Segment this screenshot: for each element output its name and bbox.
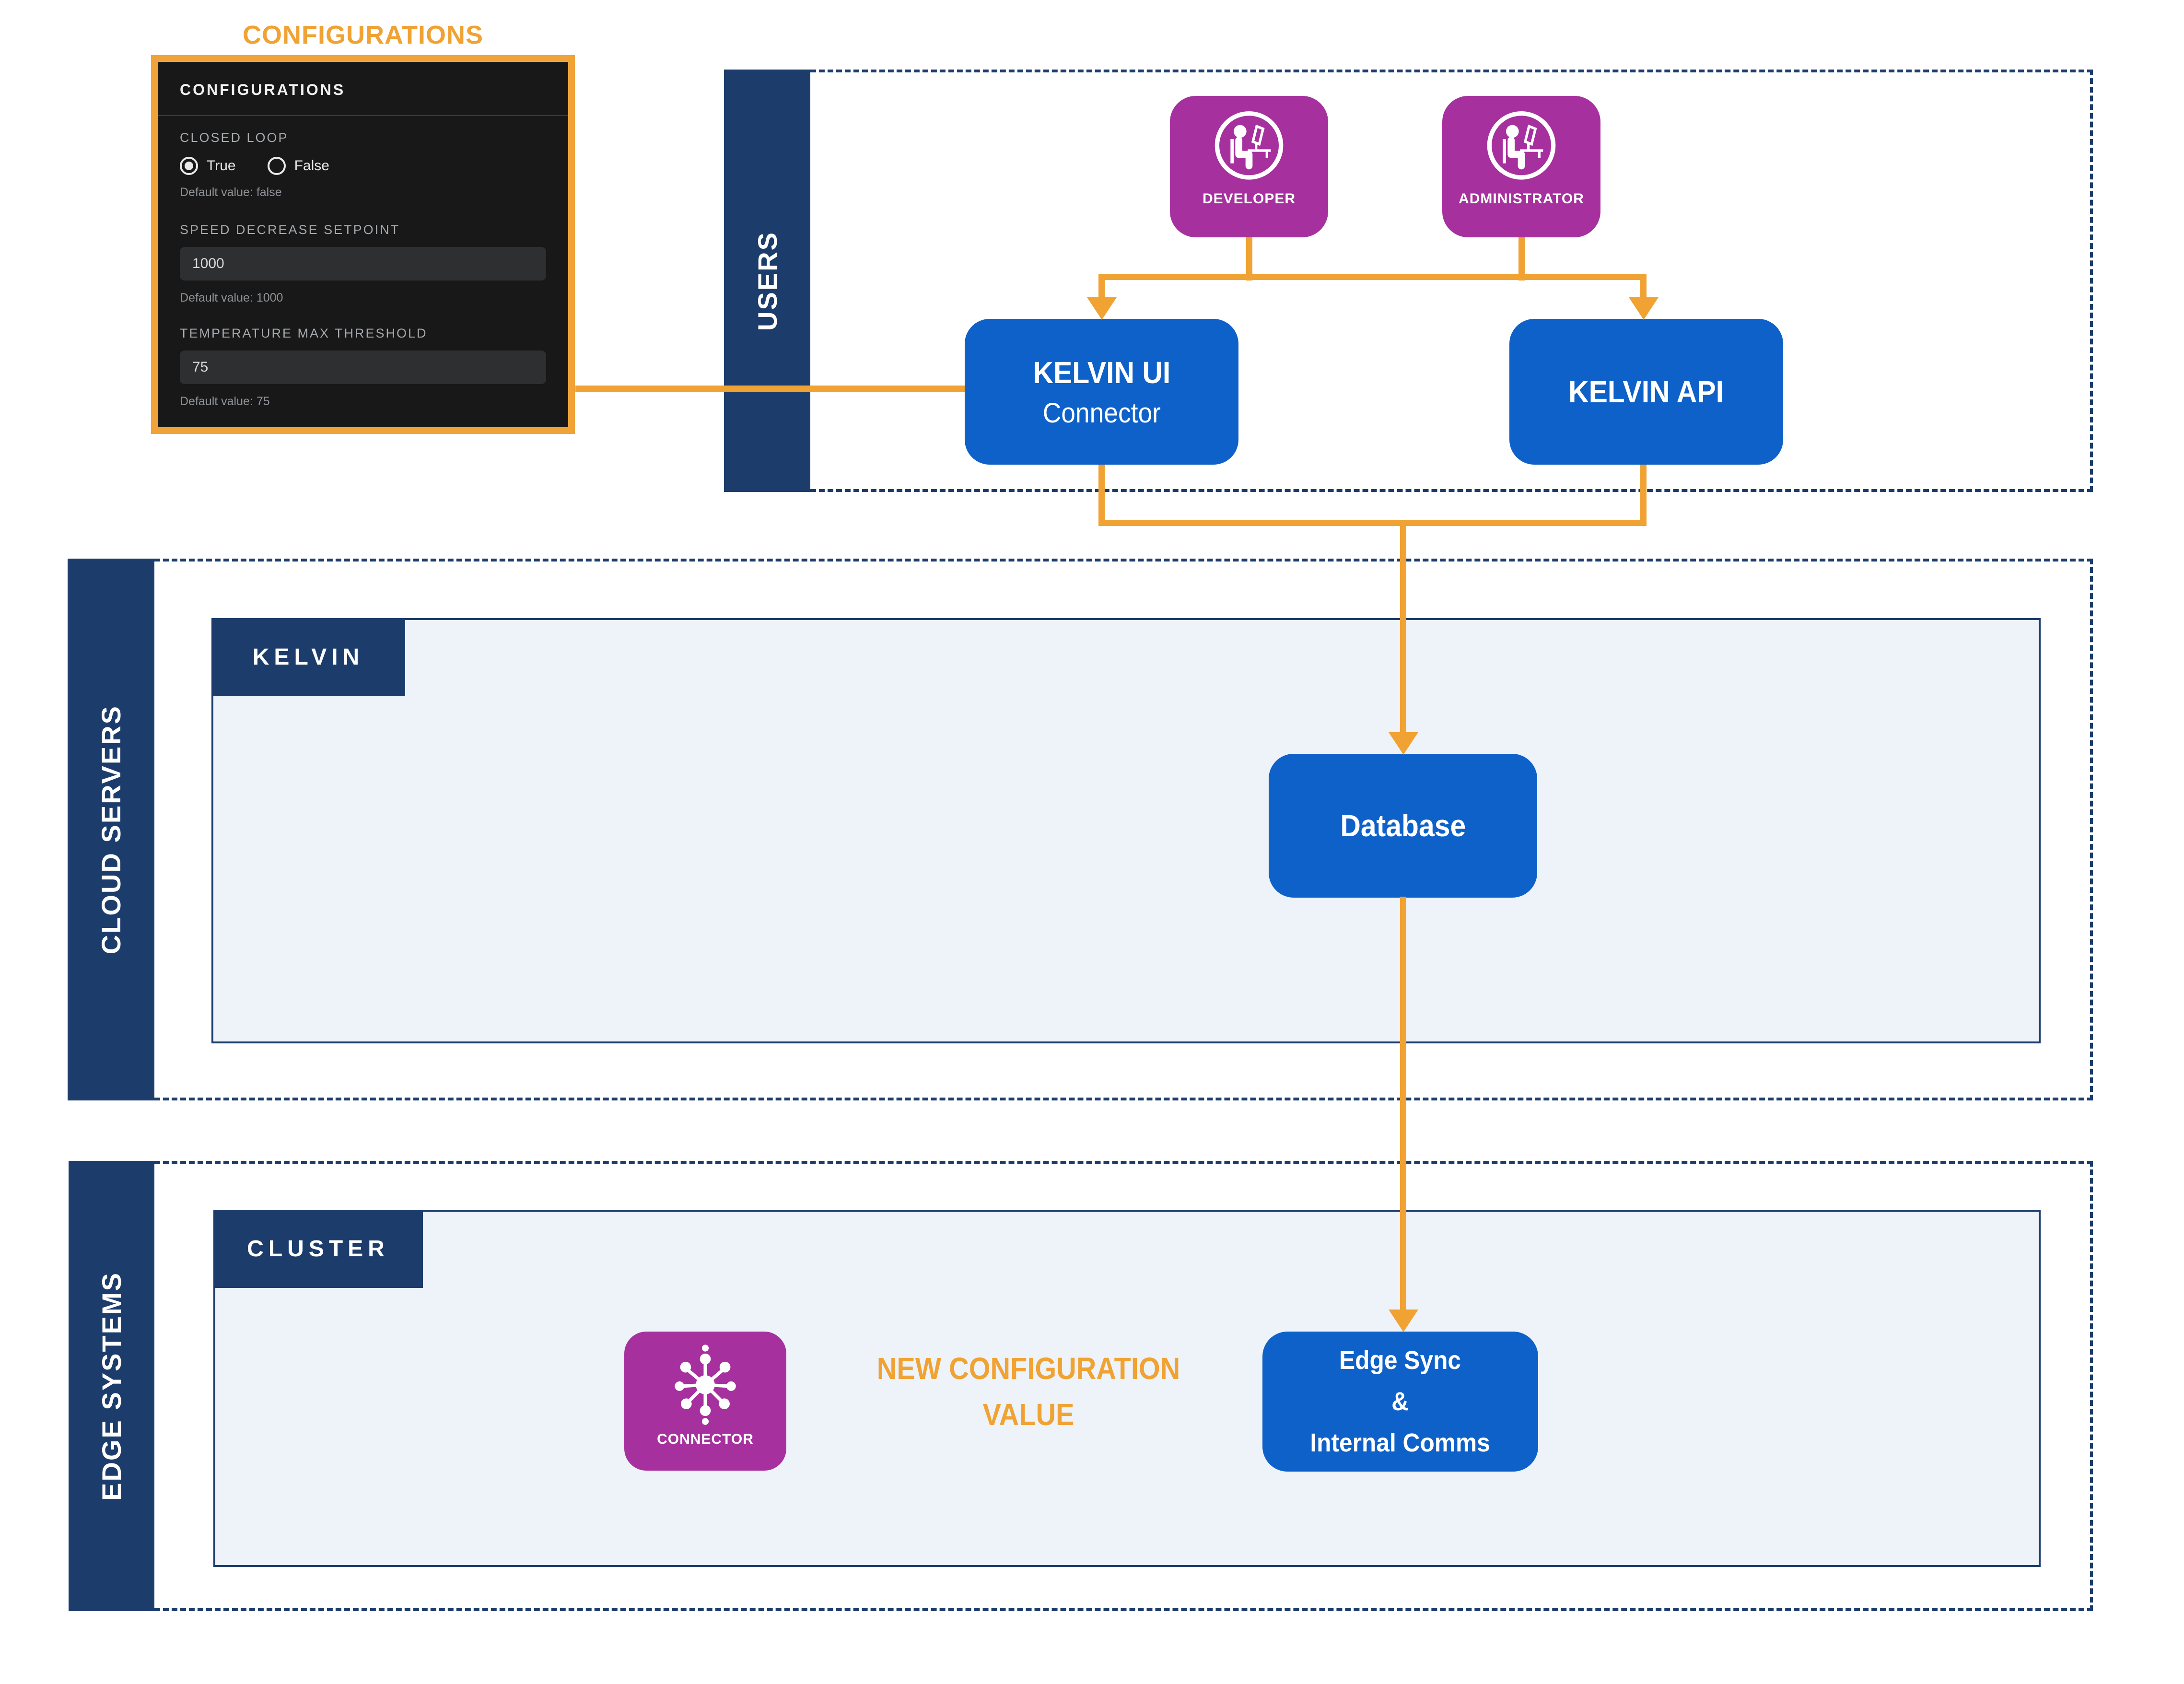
edge-drop-kelvin-ui (1098, 277, 1105, 299)
kelvin-container-tab: KELVIN (211, 618, 405, 696)
edge-sync-node: Edge Sync & Internal Comms (1262, 1332, 1538, 1472)
configurations-panel-header: CONFIGURATIONS (158, 62, 568, 116)
hub-network-icon (675, 1345, 736, 1425)
users-region (810, 70, 2093, 492)
person-at-desk-icon (1215, 111, 1284, 180)
speed-setpoint-input[interactable] (180, 247, 546, 281)
annotation-line2: VALUE (982, 1397, 1074, 1432)
radio-false[interactable] (267, 157, 286, 175)
arrowhead-kelvin-ui (1087, 297, 1117, 320)
administrator-label: ADMINISTRATOR (1459, 191, 1584, 207)
edge-kelvin-api-down (1640, 465, 1647, 526)
configurations-panel: CONFIGURATIONS CLOSED LOOP True False De… (151, 55, 575, 434)
edge-kelvin-ui-down (1098, 465, 1105, 526)
edge-sync-line3: Internal Comms (1310, 1428, 1491, 1457)
cluster-container-label: CLUSTER (247, 1236, 389, 1262)
connector-label: CONNECTOR (657, 1431, 754, 1447)
cloud-servers-region (154, 559, 2093, 1100)
closed-loop-label: CLOSED LOOP (180, 130, 289, 145)
edge-drop-kelvin-api (1640, 277, 1647, 299)
kelvin-container-label: KELVIN (252, 644, 364, 670)
speed-setpoint-label: SPEED DECREASE SETPOINT (180, 222, 400, 237)
arrowhead-kelvin-api (1629, 297, 1658, 320)
radio-true-label: True (207, 158, 236, 174)
kelvin-ui-title: KELVIN UI (1033, 355, 1170, 390)
cloud-servers-lane-label: CLOUD SERVERS (96, 704, 126, 955)
kelvin-ui-node: KELVIN UI Connector (965, 319, 1238, 465)
edge-systems-lane-band: EDGE SYSTEMS (69, 1161, 154, 1611)
annotation-line1: NEW CONFIGURATION (876, 1351, 1180, 1386)
edge-lower-bus (1098, 520, 1647, 526)
connector-node: CONNECTOR (624, 1332, 786, 1471)
edge-administrator-down (1518, 237, 1525, 281)
kelvin-api-node: KELVIN API (1509, 319, 1783, 465)
edge-config-to-kelvin-ui (575, 386, 965, 392)
cluster-container-tab: CLUSTER (213, 1210, 423, 1288)
edge-to-database (1400, 520, 1406, 733)
edge-systems-region (154, 1161, 2093, 1611)
cloud-servers-lane-band: CLOUD SERVERS (68, 559, 154, 1100)
kelvin-ui-subtitle: Connector (1042, 397, 1161, 429)
developer-label: DEVELOPER (1202, 191, 1296, 207)
developer-actor: DEVELOPER (1170, 96, 1328, 237)
administrator-actor: ADMINISTRATOR (1442, 96, 1600, 237)
users-lane-band: USERS (724, 70, 810, 492)
edge-sync-line2: & (1391, 1387, 1409, 1416)
speed-setpoint-default-note: Default value: 1000 (180, 291, 283, 304)
temperature-threshold-input[interactable] (180, 351, 546, 384)
edge-sync-line1: Edge Sync (1339, 1346, 1461, 1375)
person-at-desk-icon (1487, 111, 1556, 180)
database-title: Database (1340, 808, 1466, 843)
temperature-threshold-default-note: Default value: 75 (180, 395, 270, 408)
new-configuration-value-annotation: NEW CONFIGURATION VALUE (837, 1345, 1221, 1438)
page-title: CONFIGURATIONS (243, 21, 483, 49)
closed-loop-default-note: Default value: false (180, 186, 282, 199)
kelvin-container (211, 618, 2041, 1043)
edge-systems-lane-label: EDGE SYSTEMS (96, 1271, 127, 1501)
temperature-threshold-label: TEMPERATURE MAX THRESHOLD (180, 326, 428, 340)
edge-developer-down (1246, 237, 1252, 281)
edge-database-to-edge-sync (1400, 897, 1406, 1310)
cluster-container (213, 1210, 2041, 1567)
edge-top-bus (1098, 274, 1647, 280)
arrowhead-database (1389, 732, 1418, 755)
radio-true[interactable] (180, 157, 198, 175)
radio-selected-dot (185, 162, 193, 170)
arrowhead-edge-sync (1389, 1310, 1418, 1332)
users-lane-label: USERS (752, 231, 783, 331)
kelvin-api-title: KELVIN API (1568, 374, 1724, 409)
radio-false-label: False (294, 158, 329, 174)
database-node: Database (1269, 754, 1537, 898)
